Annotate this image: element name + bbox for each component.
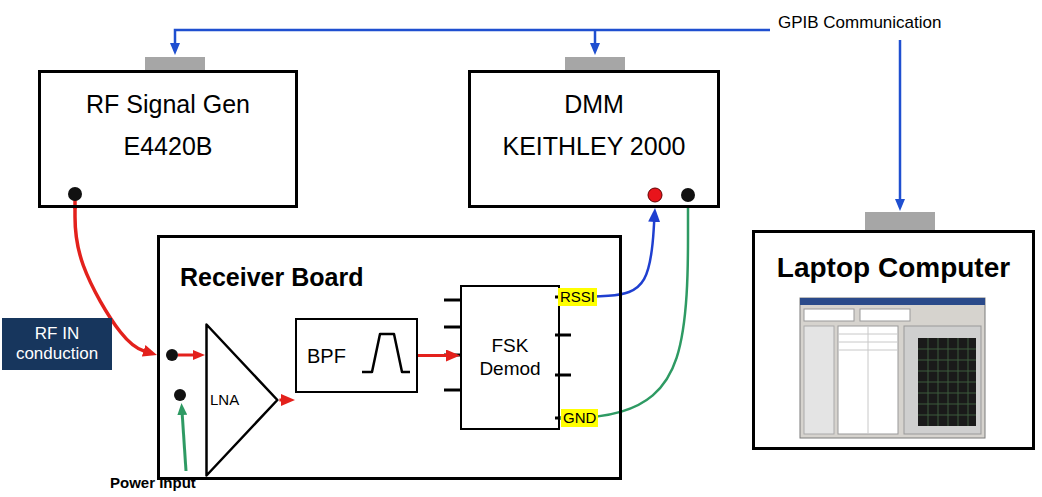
box-title: LNA xyxy=(210,391,239,409)
input-jack xyxy=(166,349,178,361)
chart-frame xyxy=(904,326,981,434)
panel xyxy=(804,326,834,434)
filter-box: BPF xyxy=(295,318,418,393)
pin xyxy=(555,334,571,337)
box-title: RF Signal Gen xyxy=(86,89,250,119)
chart-area xyxy=(918,338,976,426)
box-subtitle: KEITHLEY 2000 xyxy=(503,131,686,161)
board-box: Receiver BoardLNA BPF FSK Demod xyxy=(157,235,622,480)
triangle-outline xyxy=(207,325,278,476)
field xyxy=(804,309,854,321)
box-subtitle: E4420B xyxy=(124,131,213,161)
laptop-box: Laptop Computer xyxy=(752,230,1035,450)
pin xyxy=(444,326,460,329)
pin-name: GND xyxy=(561,409,598,427)
probe-wire xyxy=(560,218,654,297)
field xyxy=(860,309,910,321)
ground-wire xyxy=(560,208,688,418)
window xyxy=(800,298,985,438)
box-title: RF IN conduction xyxy=(8,324,106,363)
chart-grid xyxy=(918,338,976,426)
signal-arrow xyxy=(178,354,197,357)
gpib-port xyxy=(565,57,625,70)
input-jack xyxy=(681,188,695,202)
gpib-bus xyxy=(899,40,902,203)
bandpass-symbol xyxy=(362,334,410,372)
gpib-bus xyxy=(594,30,597,47)
input-jack xyxy=(648,188,662,202)
pin xyxy=(555,374,571,377)
box-title: Receiver Board xyxy=(180,262,363,292)
pin xyxy=(444,299,460,302)
bus-label: GPIB Communication xyxy=(778,13,941,33)
table xyxy=(838,326,898,434)
power-jack xyxy=(174,389,186,401)
gpib-bus xyxy=(175,30,770,47)
table-lines xyxy=(838,326,898,434)
output-jack xyxy=(68,187,82,201)
gpib-port xyxy=(145,57,205,70)
port-label: Power Input xyxy=(110,474,196,492)
title-bar xyxy=(800,298,985,305)
amplifier-triangle: LNA xyxy=(205,323,279,477)
instrument-box: DMM KEITHLEY 2000 xyxy=(468,70,720,208)
pin xyxy=(444,389,460,392)
pin-name: RSSI xyxy=(558,288,597,306)
chip-pins xyxy=(444,297,571,418)
instrument-box: RF Signal GenE4420B xyxy=(38,70,298,208)
signal-arrow xyxy=(418,354,450,357)
power-arrow xyxy=(182,411,186,471)
port-tag: RF IN conduction xyxy=(2,318,112,370)
chip-box: FSK Demod xyxy=(460,285,560,430)
gpib-port xyxy=(865,212,935,230)
box-title: FSK Demod xyxy=(474,335,546,381)
box-title: BPF xyxy=(307,344,346,368)
box-title: Laptop Computer xyxy=(777,251,1010,285)
signal-arrow xyxy=(279,399,285,402)
software-screenshot xyxy=(800,298,985,438)
box-title: DMM xyxy=(564,89,624,119)
